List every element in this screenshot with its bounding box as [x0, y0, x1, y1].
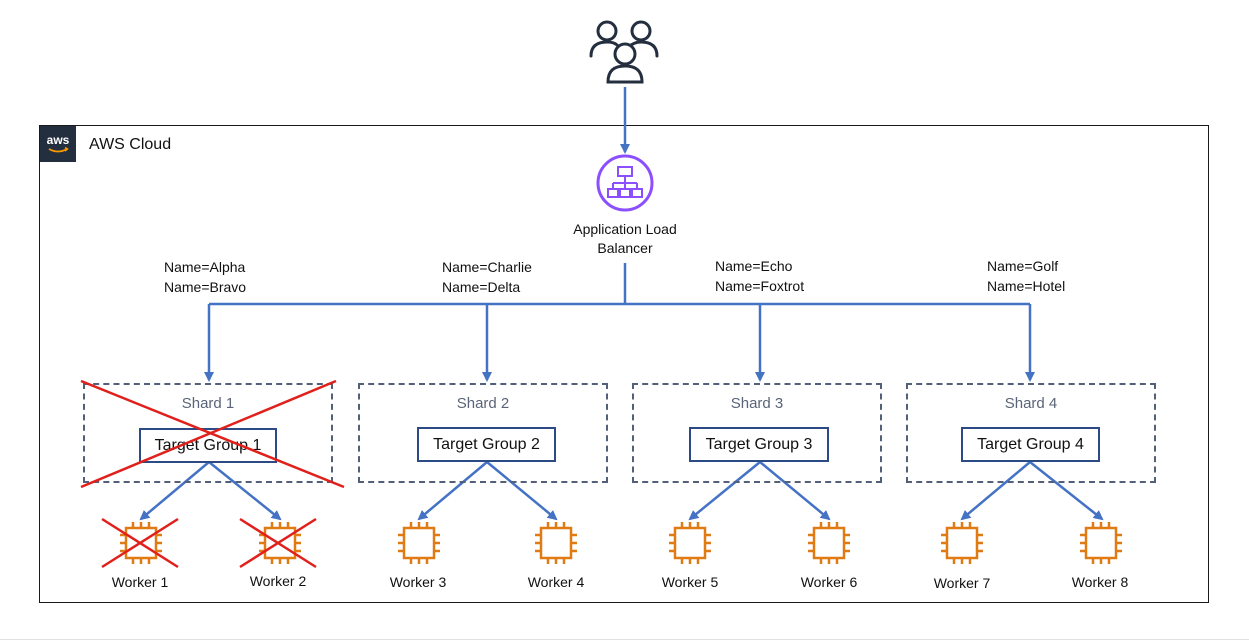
worker-6-label: Worker 6 [800, 574, 858, 590]
ec2-instance-icon [669, 522, 711, 564]
ec2-instance-icon [808, 522, 850, 564]
arrow-tg2-worker4 [486, 461, 558, 521]
arrow-tg3-worker5 [688, 461, 761, 521]
worker-4-label: Worker 4 [527, 574, 585, 590]
arrow-tg1-worker1 [139, 461, 210, 521]
target-group-2: Target Group 2 [417, 427, 556, 462]
routing-rule-1: Name=Alpha Name=Bravo [164, 257, 246, 297]
worker-1-label: Worker 1 [111, 574, 169, 590]
load-balancer-label-line2: Balancer [597, 240, 653, 256]
shard-1-failure-cross [80, 379, 345, 489]
bottom-divider [0, 639, 1249, 640]
routing-rule-line: Name=Hotel [987, 278, 1066, 294]
ec2-instance-icon [398, 522, 440, 564]
routing-rule-line: Name=Bravo [164, 279, 247, 295]
arrow-tg4-worker8 [1029, 461, 1104, 521]
routing-rule-line: Name=Alpha [164, 259, 246, 275]
shard-3-box [632, 383, 882, 483]
aws-cloud-label: AWS Cloud [89, 136, 172, 153]
worker-3-label: Worker 3 [389, 574, 447, 590]
shard-2-label: Shard 2 [456, 395, 510, 412]
shard-4-box [906, 383, 1156, 483]
load-balancer-icon [596, 154, 654, 212]
load-balancer-label: Application Load Balancer [545, 220, 705, 258]
ec2-instance-icon [120, 522, 162, 564]
ec2-instance-icon [535, 522, 577, 564]
routing-rule-line: Name=Echo [715, 258, 793, 274]
shard-1-box [83, 383, 333, 483]
target-group-4: Target Group 4 [961, 427, 1100, 462]
load-balancer-label-line1: Application Load [573, 221, 677, 237]
worker-2-failure-cross [239, 517, 317, 569]
aws-logo-icon: aws [40, 126, 76, 162]
ec2-instance-icon [941, 522, 983, 564]
routing-rule-line: Name=Charlie [442, 259, 532, 275]
worker-5-label: Worker 5 [661, 574, 719, 590]
routing-rule-3: Name=Echo Name=Foxtrot [715, 256, 804, 296]
arrow-tg3-worker6 [759, 461, 831, 521]
worker-2-label: Worker 2 [249, 573, 307, 589]
routing-rule-line: Name=Foxtrot [715, 278, 805, 294]
ec2-instance-icon [1080, 522, 1122, 564]
arrow-tg2-worker3 [417, 461, 488, 521]
shard-2-box [358, 383, 608, 483]
worker-7-label: Worker 7 [933, 575, 991, 591]
routing-rule-2: Name=Charlie Name=Delta [442, 257, 532, 297]
target-group-3: Target Group 3 [689, 427, 829, 462]
routing-rule-line: Name=Delta [442, 279, 521, 295]
worker-8-label: Worker 8 [1071, 574, 1129, 590]
ec2-instance-icon [259, 522, 301, 564]
arrow-tg1-worker2 [208, 461, 282, 521]
worker-1-failure-cross [101, 517, 179, 569]
routing-rule-line: Name=Golf [987, 258, 1059, 274]
shard-4-label: Shard 4 [1004, 395, 1058, 412]
users-icon [589, 20, 659, 84]
shard-1-label: Shard 1 [181, 395, 235, 412]
aws-logo-text: aws [47, 133, 70, 147]
shard-3-label: Shard 3 [730, 395, 784, 412]
routing-rule-4: Name=Golf Name=Hotel [987, 256, 1065, 296]
arrow-tg4-worker7 [960, 461, 1031, 521]
target-group-1: Target Group 1 [139, 428, 277, 463]
